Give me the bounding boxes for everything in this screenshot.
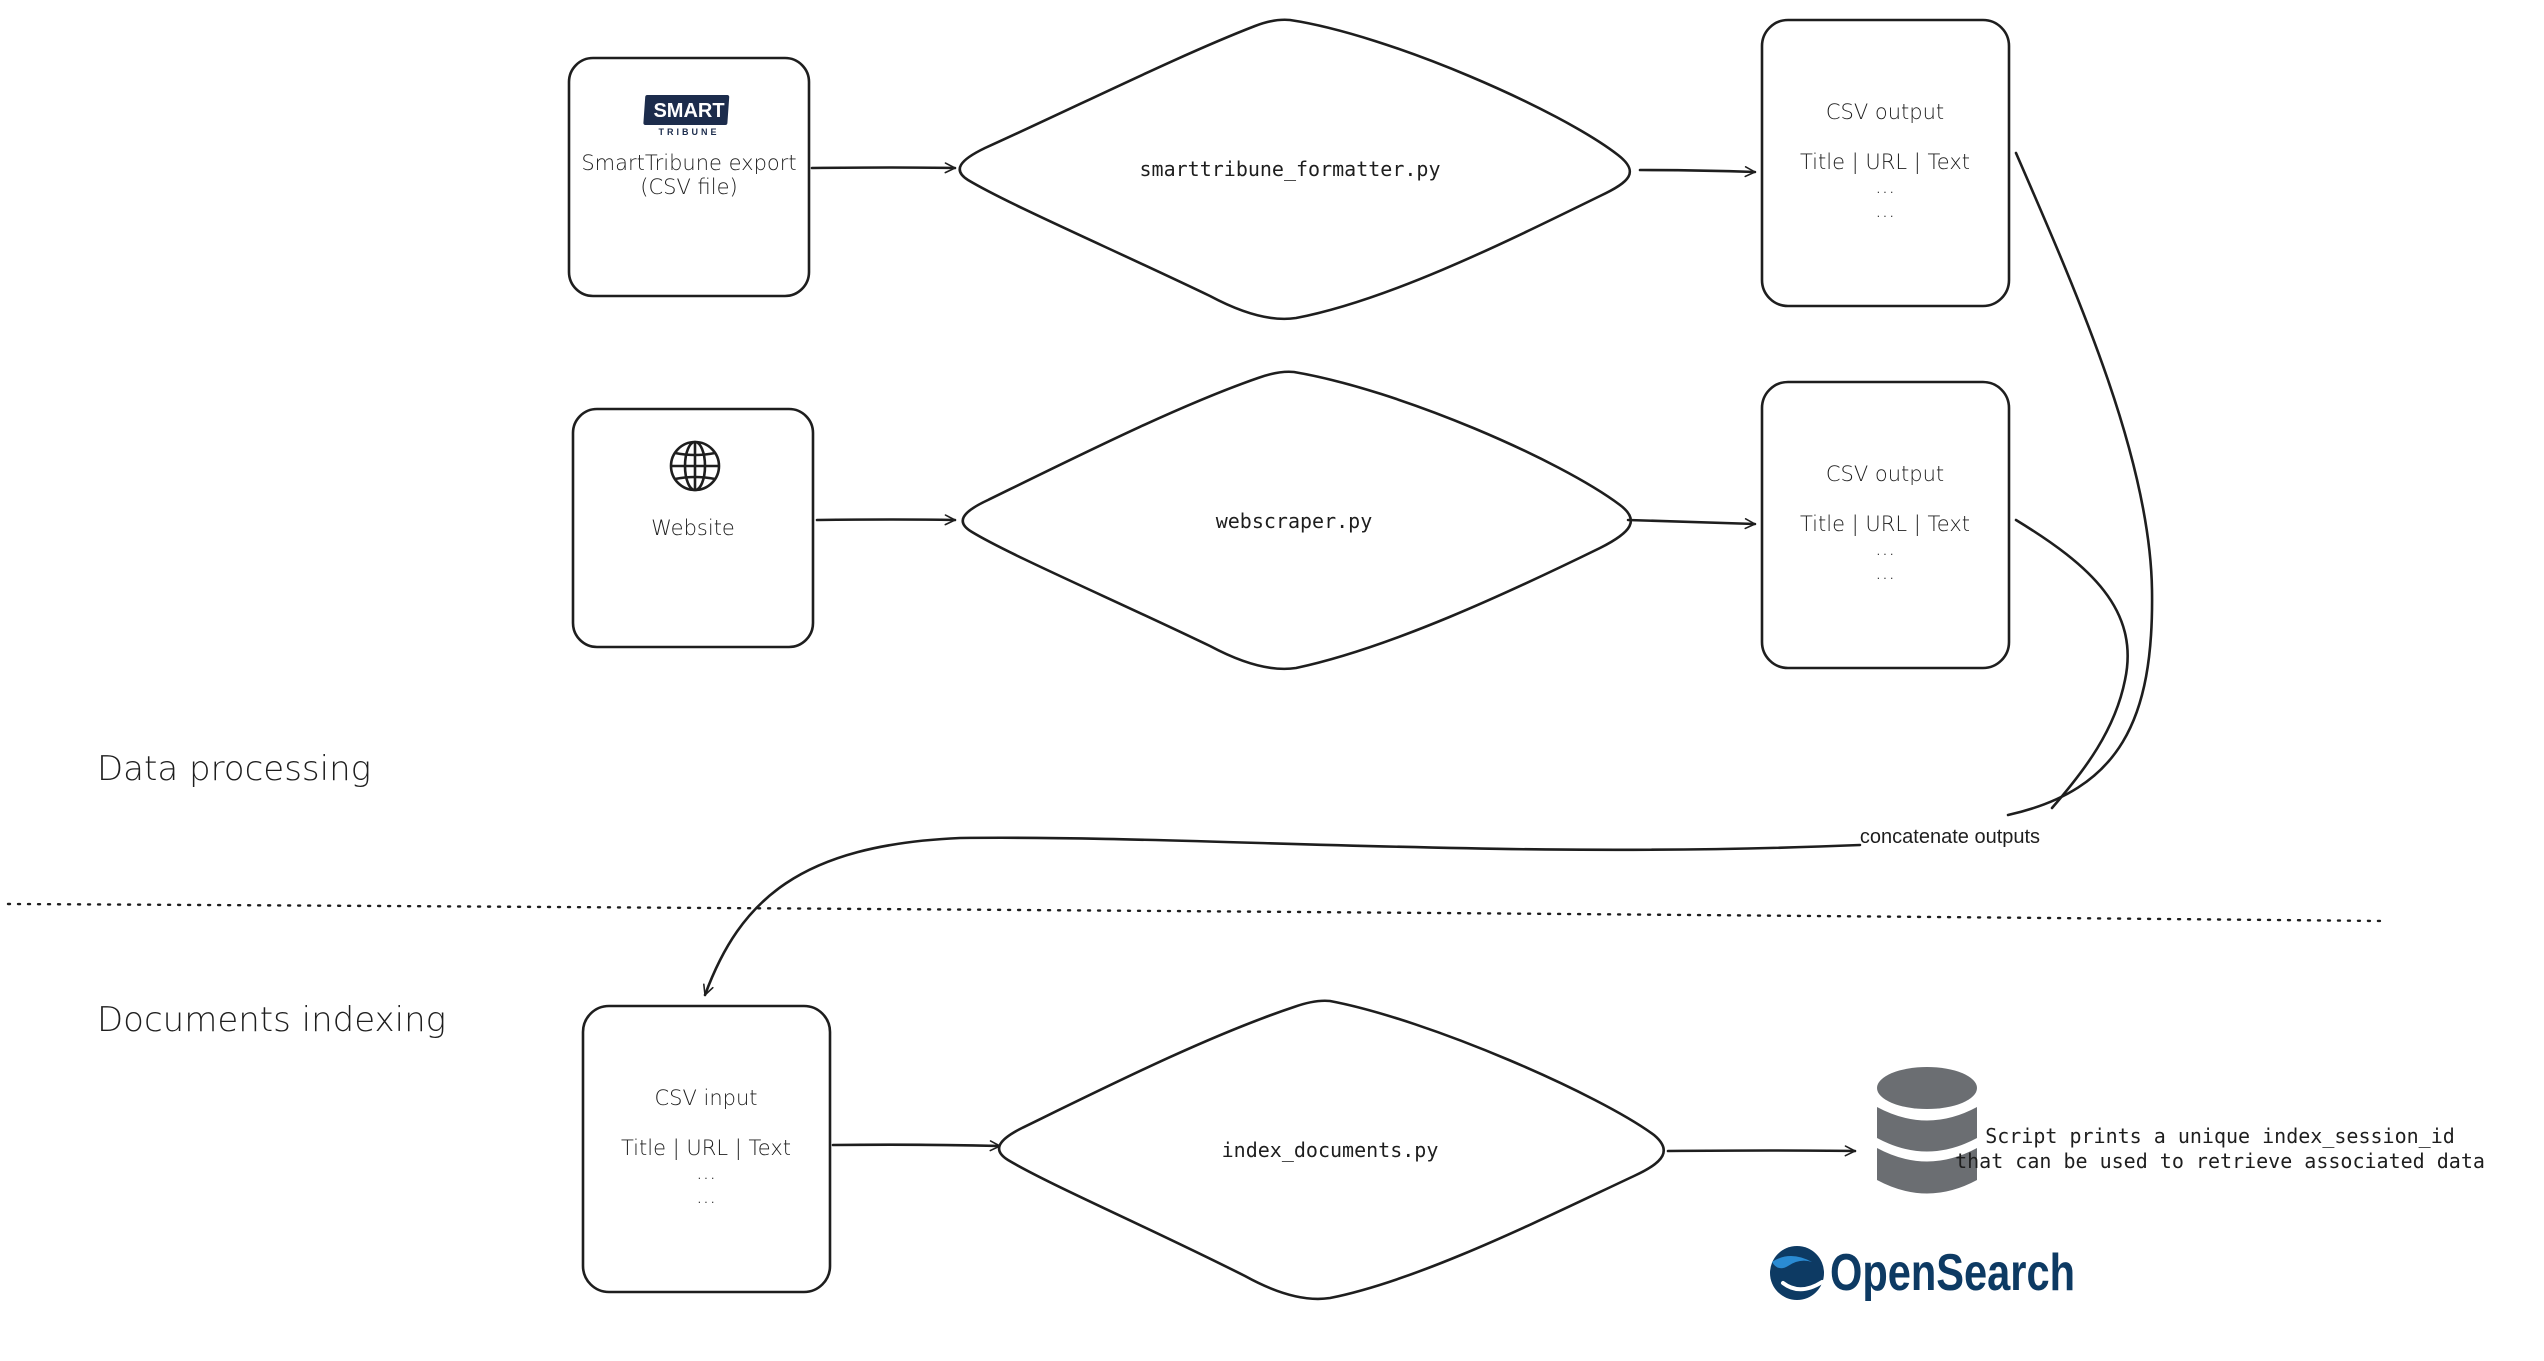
arrow-smarttribune-to-formatter bbox=[810, 162, 957, 174]
smarttribune-export-label: SmartTribune export bbox=[581, 151, 796, 175]
smarttribune-logo-subtext: TRIBUNE bbox=[659, 127, 720, 137]
arrow-csv-input-to-index-documents bbox=[831, 1140, 1002, 1152]
index-session-note: Script prints a unique index_session_id bbox=[1985, 1124, 2455, 1148]
opensearch-mark-icon bbox=[1770, 1246, 1824, 1300]
csv-output-2-row: ... bbox=[1875, 560, 1895, 584]
csv-input-columns: Title | URL | Text bbox=[621, 1136, 791, 1161]
index-documents-label: index_documents.py bbox=[1222, 1138, 1439, 1162]
concatenate-outputs-label: concatenate outputs bbox=[1860, 826, 2040, 848]
connector-csv-output-1 bbox=[2006, 151, 2154, 817]
connector-csv-output-2 bbox=[2014, 518, 2129, 810]
section-label-documents-indexing: Documents indexing bbox=[97, 1000, 446, 1040]
database-icon bbox=[1877, 1067, 1977, 1194]
arrow-index-documents-to-database bbox=[1666, 1145, 1857, 1157]
opensearch-logo: OpenSearch bbox=[1770, 1244, 2075, 1302]
smarttribune-logo-text: SMART bbox=[653, 100, 724, 122]
smarttribune-logo: SMART TRIBUNE bbox=[643, 95, 730, 137]
csv-output-2-title: CSV output bbox=[1826, 462, 1944, 486]
csv-output-1-title: CSV output bbox=[1826, 100, 1944, 124]
arrow-website-to-webscraper bbox=[815, 514, 957, 526]
csv-output-2-columns: Title | URL | Text bbox=[1800, 512, 1970, 537]
website-node: Website bbox=[571, 407, 815, 649]
index-documents-node: index_documents.py bbox=[997, 999, 1665, 1301]
index-session-note: that can be used to retrieve associated … bbox=[1955, 1149, 2485, 1173]
csv-input-title: CSV input bbox=[654, 1086, 757, 1110]
section-label-data-processing: Data processing bbox=[97, 749, 371, 789]
csv-output-1-node: CSV output Title | URL | Text ... ... bbox=[1760, 18, 2011, 308]
csv-input-row: ... bbox=[696, 1160, 716, 1184]
globe-icon bbox=[669, 440, 721, 492]
webscraper-node: webscraper.py bbox=[961, 370, 1633, 671]
csv-output-2-row: ... bbox=[1875, 536, 1895, 560]
section-divider bbox=[6, 902, 2384, 923]
arrow-formatter-to-csv-output-1 bbox=[1638, 166, 1757, 178]
csv-output-1-columns: Title | URL | Text bbox=[1800, 150, 1970, 175]
smarttribune-export-node: SMART TRIBUNE SmartTribune export (CSV f… bbox=[567, 56, 811, 298]
smarttribune-export-sublabel: (CSV file) bbox=[640, 175, 737, 199]
csv-input-node: CSV input Title | URL | Text ... ... bbox=[581, 1004, 832, 1294]
opensearch-wordmark: OpenSearch bbox=[1830, 1244, 2075, 1302]
csv-input-row: ... bbox=[696, 1184, 716, 1208]
csv-output-1-row: ... bbox=[1875, 174, 1895, 198]
formatter-label: smarttribune_formatter.py bbox=[1139, 157, 1440, 181]
arrow-concatenate-to-csv-input bbox=[703, 836, 1862, 997]
smarttribune-formatter-node: smarttribune_formatter.py bbox=[958, 18, 1632, 321]
csv-output-1-row: ... bbox=[1875, 198, 1895, 222]
arrow-webscraper-to-csv-output-2 bbox=[1626, 518, 1757, 530]
website-label: Website bbox=[651, 516, 735, 540]
webscraper-label: webscraper.py bbox=[1216, 509, 1373, 533]
csv-output-2-node: CSV output Title | URL | Text ... ... bbox=[1760, 380, 2011, 670]
